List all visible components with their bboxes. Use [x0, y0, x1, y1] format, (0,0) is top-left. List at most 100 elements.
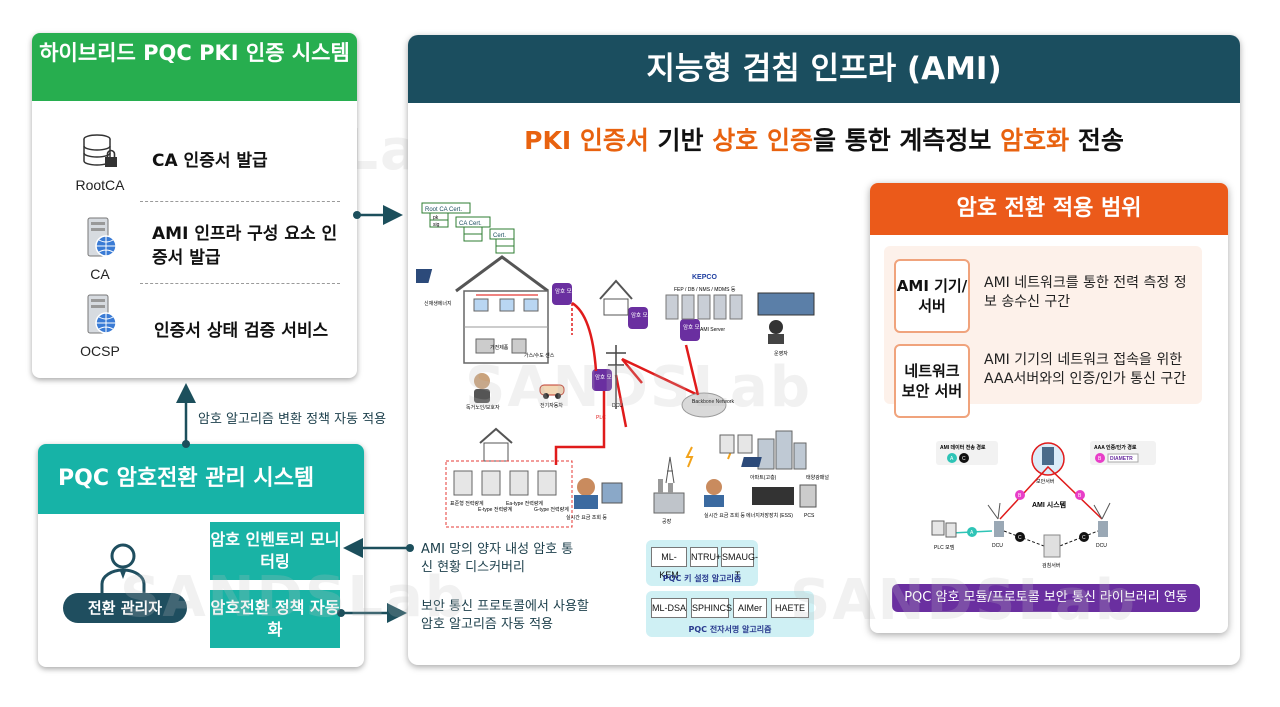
- caption: 가스/수도 센스: [524, 352, 555, 359]
- policy-arrow-label: 암호 알고리즘 변환 정책 자동 적용: [198, 412, 387, 427]
- pki-row-ocsp: OCSP 인증서 상태 검증 서비스: [32, 289, 357, 378]
- subtitle-part: 상호 인증: [712, 126, 813, 155]
- discovery-note: AMI 망의 양자 내성 암호 통신 현황 디스커버리: [421, 542, 574, 575]
- scope-item-label: AMI 기기/서버: [896, 277, 968, 315]
- transmission-tower-icon: [665, 456, 675, 484]
- rootca-label: RootCA: [75, 177, 125, 193]
- pqc-panel-title: PQC 암호전환 관리 시스템: [38, 444, 364, 514]
- caption: 에너지저장장치 (ESS): [746, 512, 793, 519]
- crypto-module-badge: 암호 모듈: [628, 307, 653, 329]
- legend-label: AAA 인증/인가 경로: [1094, 444, 1137, 451]
- kem-algo: NTRU+: [690, 547, 721, 567]
- home-building: [455, 255, 549, 364]
- backbone-network-cloud: Backbone Network: [681, 392, 734, 418]
- dcu-label: DCU: [1096, 543, 1107, 549]
- library-integration-bar: PQC 암호 모듈/프로토콜 보안 통신 라이브러리 연동: [892, 584, 1200, 612]
- person-icon: [98, 540, 148, 600]
- cert-label: Cert.: [493, 233, 506, 239]
- meter-label: E-type 전력량계: [478, 506, 513, 513]
- plc-modem-label: PLC 모뎀: [934, 544, 955, 551]
- dsa-algo: SPHINCS: [691, 598, 732, 618]
- backbone-label: Backbone Network: [692, 399, 734, 405]
- caption: PCS: [804, 513, 815, 519]
- scope-item-description: AMI 기기의 네트워크 접속을 위한 AAA서버와의 인증/인가 통신 구간: [984, 352, 1187, 387]
- server-rack-icon: [665, 294, 743, 320]
- svg-text:C: C: [1018, 535, 1022, 541]
- cert-label: Root CA Cert.: [425, 207, 462, 213]
- crypto-scope-panel: 암호 전환 적용 범위 AMI 기기/서버 AMI 네트워크를 통한 전력 측정…: [870, 183, 1228, 633]
- plc-label: PLC: [596, 415, 606, 421]
- subtitle-part: 암호화: [1000, 126, 1070, 155]
- policy-automation-box[interactable]: 암호전환 정책 자동화: [210, 590, 340, 648]
- auto-apply-note: 보안 통신 프로토콜에서 사용할 암호 알고리즘 자동 적용: [421, 599, 589, 632]
- subtitle-part: 전송: [1069, 126, 1124, 155]
- caption: 태양광패널: [806, 474, 829, 481]
- dsa-algo: AIMer: [733, 598, 767, 618]
- ca-description: AMI 인프라 구성 요소 인증서 발급: [152, 224, 338, 268]
- ami-system-label: AMI 시스템: [1032, 500, 1066, 509]
- divider: [140, 201, 340, 202]
- server-globe-icon: OCSP: [60, 293, 140, 359]
- security-server-label: 보안서버: [1036, 478, 1054, 485]
- operator-icon: [757, 292, 815, 344]
- pqc-dsa-box: ML-DSA SPHINCS AIMer HAETE PQC 전자서명 알고리즘: [646, 591, 814, 637]
- svg-text:C: C: [1082, 535, 1086, 541]
- dcu-label: DCU: [992, 543, 1003, 549]
- meter-label: G-type 전력량계: [534, 506, 569, 513]
- manager-badge: 전환 관리자: [63, 593, 187, 623]
- ami-panel: 지능형 검침 인프라 (AMI) PKI 인증서 기반 상호 인증을 통한 계측…: [408, 35, 1240, 665]
- kepco-logo: KEPCO: [692, 274, 717, 281]
- divider: [140, 283, 340, 284]
- ami-communication-lines: [554, 301, 699, 465]
- plc-modem-icon: [931, 520, 957, 538]
- legend-label: AMI 데이터 전송 경로: [940, 444, 986, 451]
- module-label: 암호 모듈: [595, 373, 617, 381]
- database-lock-icon: RootCA: [60, 133, 140, 193]
- server-caption: FEP / DB / NMS / MDMS 등: [674, 287, 736, 293]
- caption: 공장: [662, 518, 672, 525]
- caption: 독거노인/보호자: [466, 404, 500, 411]
- ami-network-diagram: Root CA Cert. pk sig CA Cert. Cert.: [416, 202, 829, 528]
- caption: 전기자동차: [540, 402, 563, 409]
- ocsp-description: 인증서 상태 검증 서비스: [154, 321, 329, 341]
- subtitle-part: PKI 인증서: [524, 126, 649, 155]
- customer-service-icon: [574, 478, 623, 509]
- ess-battery-icon: [752, 484, 817, 508]
- hybrid-pqc-pki-panel: 하이브리드 PQC PKI 인증 시스템 RootCA CA 인증서 발급: [32, 33, 357, 378]
- solar-panel-icon: [416, 269, 433, 283]
- dsa-algo: ML-DSA: [651, 598, 687, 618]
- svg-text:B: B: [1018, 493, 1022, 499]
- kem-algo: ML-KEM: [651, 547, 687, 580]
- cert-label: pk: [433, 215, 439, 221]
- caption: 실시간 요금 조회 등: [566, 514, 607, 521]
- module-label: 암호 모듈: [683, 323, 705, 331]
- crypto-inventory-box[interactable]: 암호 인벤토리 모니터링: [210, 522, 340, 580]
- server-label: AMI Server: [700, 327, 725, 333]
- scope-item-ami-device: AMI 기기/서버: [894, 259, 970, 333]
- smart-meters: 표준형 전력량계 E-type 전력량계 Ea-type 전력량계 G-type…: [450, 470, 569, 513]
- antenna-icon: [987, 502, 1111, 520]
- scope-panel-title: 암호 전환 적용 범위: [870, 183, 1228, 235]
- electric-car-icon: [539, 384, 565, 399]
- certificate-chain: Root CA Cert. pk sig CA Cert. Cert.: [421, 202, 515, 254]
- module-label: 암호 모듈: [555, 287, 577, 295]
- apartment-icon: [757, 430, 807, 470]
- aaa-algo: DIAMETR: [1110, 456, 1133, 462]
- svg-text:C: C: [962, 456, 966, 462]
- pqc-kem-box: ML-KEM NTRU+ SMAUG-T PQC 키 설정 알고리즘: [646, 540, 758, 586]
- ami-subtitle: PKI 인증서 기반 상호 인증을 통한 계측정보 암호화 전송: [408, 121, 1240, 157]
- dcu-label: DCU: [612, 403, 623, 409]
- utility-pole-icon: [606, 345, 626, 409]
- small-house-icon: [479, 427, 513, 462]
- rootca-description: CA 인증서 발급: [152, 151, 268, 171]
- pki-row-ca: CA AMI 인프라 구성 요소 인증서 발급: [32, 208, 357, 298]
- caption: 실시간 요금 조회 등: [704, 512, 745, 519]
- ca-label: CA: [90, 266, 110, 282]
- solar-panel-icon: [741, 457, 762, 467]
- svg-text:A: A: [950, 456, 954, 462]
- scope-item-description: AMI 네트워크를 통한 전력 측정 정보 송수신 구간: [984, 275, 1187, 310]
- kem-algo: SMAUG-T: [721, 547, 758, 580]
- factory-icon: [653, 479, 685, 514]
- ami-system-diagram: AMI 데이터 전송 경로 A C AAA 인증/인가 경로 B DIAMETR…: [931, 441, 1156, 569]
- customer-service-icon: [704, 479, 724, 507]
